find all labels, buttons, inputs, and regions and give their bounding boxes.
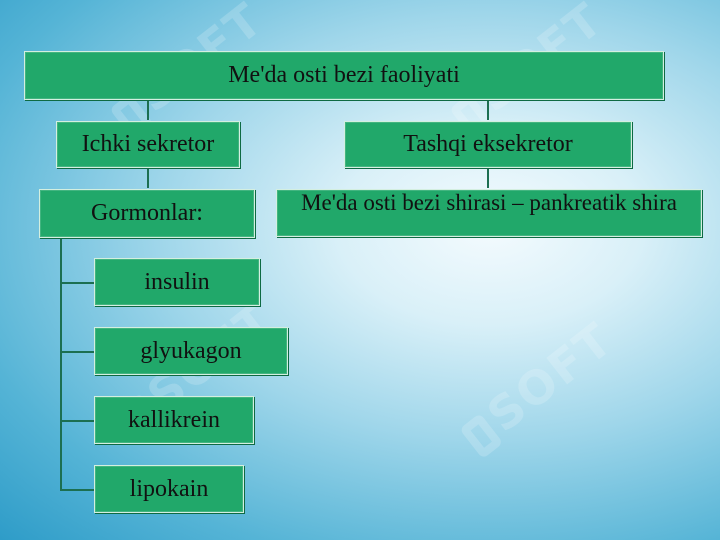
diagram-title: Me'da osti bezi faoliyati	[24, 51, 664, 100]
branch-ichki-sekretor: Ichki sekretor	[56, 121, 240, 168]
connector-hormone-spine	[60, 238, 62, 490]
branch-tashqi-eksekretor: Tashqi eksekretor	[344, 121, 632, 168]
connector-hormone-2	[60, 351, 94, 353]
watermark-logo: SOFT	[452, 312, 623, 462]
connector-left-gormonlar	[147, 168, 149, 188]
hormone-kallikrein: kallikrein	[94, 396, 254, 444]
connector-right-shira	[487, 168, 489, 188]
hormone-insulin: insulin	[94, 258, 260, 306]
connector-title-right	[487, 100, 489, 120]
connector-hormone-1	[60, 282, 94, 284]
connector-hormone-4	[60, 489, 94, 491]
hormone-glyukagon: glyukagon	[94, 327, 288, 375]
hormone-lipokain: lipokain	[94, 465, 244, 513]
connector-title-left	[147, 100, 149, 120]
pankreatik-shira-box: Me'da osti bezi shirasi – pankreatik shi…	[276, 189, 702, 237]
connector-hormone-3	[60, 420, 94, 422]
gormonlar-box: Gormonlar:	[39, 189, 255, 238]
